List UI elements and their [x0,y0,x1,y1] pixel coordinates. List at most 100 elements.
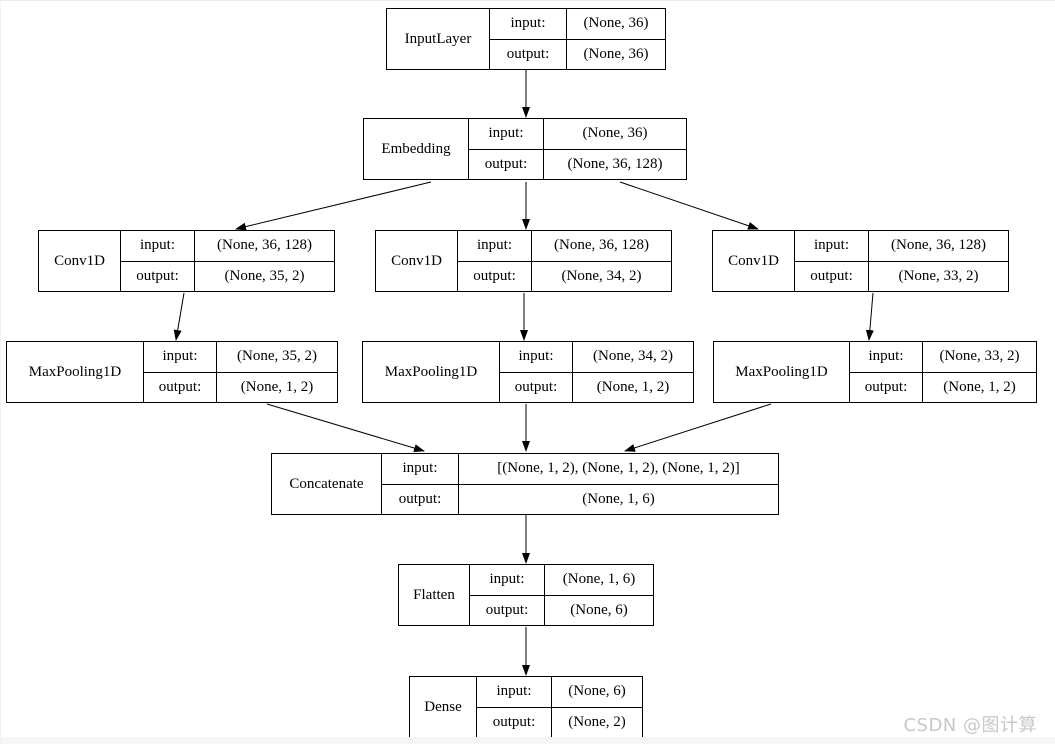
input-row: input: (None, 6) [477,677,642,708]
input-label: input: [477,677,552,707]
io-table: input: (None, 34, 2) output: (None, 1, 2) [500,342,693,402]
input-label: input: [500,342,573,372]
output-label: output: [470,595,545,625]
output-label: output: [382,484,459,514]
bottom-strip [1,737,1055,744]
output-row: output: (None, 33, 2) [795,261,1008,291]
io-table: input:(None, 36)output: (None, 36, 128) [469,119,686,179]
input-shape-value: [(None, 1, 2), (None, 1, 2), (None, 1, 2… [497,460,740,477]
output-row: output: (None, 36) [490,39,665,69]
io-table: input: (None, 1, 6) output: (None, 6) [470,565,653,625]
layer-name-label: Embedding [364,119,469,179]
output-row: output: (None, 36, 128) [469,149,686,179]
io-table: input: (None, 6) output: (None, 2) [477,677,642,737]
edge-arrow-maxpooling1d-left-to-concatenate [266,403,425,452]
io-table: input: (None, 36, 128) output: (None, 34, 2… [458,231,671,291]
output-label: output: [795,261,869,291]
layer-name-label: Dense [410,677,477,737]
input-row: input: (None, 1, 6) [470,565,653,596]
edge-arrow-maxpooling1d-right-to-concatenate [624,403,772,452]
output-row: output: (None, 6) [470,595,653,625]
input-label: input: [144,342,217,372]
input-label: input: [121,231,195,261]
output-shape-value: (None, 36, 128) [567,155,663,172]
input-row: input: (None, 34, 2) [500,342,693,373]
input-shape-value: (None, 34, 2) [593,348,673,365]
layer-name-label: Concatenate [272,454,382,514]
layer-name-label: MaxPooling1D [363,342,500,402]
input-shape-value: (None, 36, 128) [554,237,649,254]
output-shape-value: (None, 34, 2) [561,267,642,284]
output-shape-value: (None, 33, 2) [898,267,979,284]
output-label: output: [850,372,923,402]
output-shape-value: (None, 1, 6) [582,490,655,507]
input-shape-value: (None, 33, 2) [939,348,1020,365]
io-table: input: (None, 35, 2) output: (None, 1, 2) [144,342,337,402]
output-row: output: (None, 1, 2) [500,372,693,402]
layer-name-label: Conv1D [39,231,121,291]
layer-name-label: Flatten [399,565,470,625]
layer-name-label: MaxPooling1D [7,342,144,402]
input-label: input: [382,454,459,484]
io-table: input: [(None, 1, 2), (None, 1, 2), (None… [382,454,778,514]
input-shape-value: (None, 1, 6) [562,571,636,588]
output-shape-value: (None, 1, 2) [943,378,1016,395]
input-row: input: (None, 33, 2) [850,342,1036,373]
layer-name-label: Conv1D [713,231,795,291]
output-shape-value: (None, 36) [583,45,649,62]
input-label: input: [458,231,532,261]
input-shape-value: (None, 35, 2) [237,348,317,365]
edge-arrow-conv1d-left-to-maxpooling1d-left [173,292,185,341]
output-shape-value: (None, 2) [568,713,626,730]
input-label: input: [850,342,923,372]
input-shape-value: (None, 36, 128) [217,237,312,254]
input-row: input: (None, 35, 2) [144,342,337,373]
output-shape-value: (None, 6) [570,601,628,618]
output-row: output: (None, 35, 2) [121,261,334,291]
watermark: CSDN @图计算 [903,715,1037,736]
input-label: input: [490,9,567,39]
output-label: output: [144,372,217,402]
input-shape-value: (None, 36) [583,15,649,32]
input-shape-value: (None, 6) [568,683,626,700]
input-row: input:(None, 36) [469,119,686,150]
output-shape-value: (None, 1, 2) [240,378,314,395]
output-shape-value: (None, 1, 2) [596,378,670,395]
io-table: input: (None, 33, 2) output: (None, 1, 2) [850,342,1036,402]
io-table: input: (None, 36, 128) output: (None, 35, 2… [121,231,334,291]
io-table: input: (None, 36) output: (None, 36) [490,9,665,69]
output-label: output: [490,39,567,69]
output-label: output: [477,707,552,737]
layer-name-label: Conv1D [376,231,458,291]
input-row: input: (None, 36, 128) [458,231,671,262]
edge-arrow-embedding-to-conv1d-left [235,181,432,231]
edge-arrow-conv1d-right-to-maxpooling1d-right [865,292,874,341]
edge-arrow-embedding-to-conv1d-right [619,181,759,230]
input-label: input: [470,565,545,595]
output-shape-value: (None, 35, 2) [224,267,305,284]
input-shape-value: (None, 36, 128) [891,237,986,254]
output-row: output: (None, 34, 2) [458,261,671,291]
output-label: output: [121,261,195,291]
output-label: output: [500,372,573,402]
layer-name-label: InputLayer [387,9,490,69]
layer-name-label: MaxPooling1D [714,342,850,402]
input-row: input: (None, 36, 128) [121,231,334,262]
io-table: input:(None, 36, 128)output:(None, 33, 2… [795,231,1008,291]
input-shape-value: (None, 36) [582,125,648,142]
output-label: output: [469,149,544,179]
output-label: output: [458,261,532,291]
output-row: output: (None, 1, 2) [144,372,337,402]
output-row: output: (None, 2) [477,707,642,737]
